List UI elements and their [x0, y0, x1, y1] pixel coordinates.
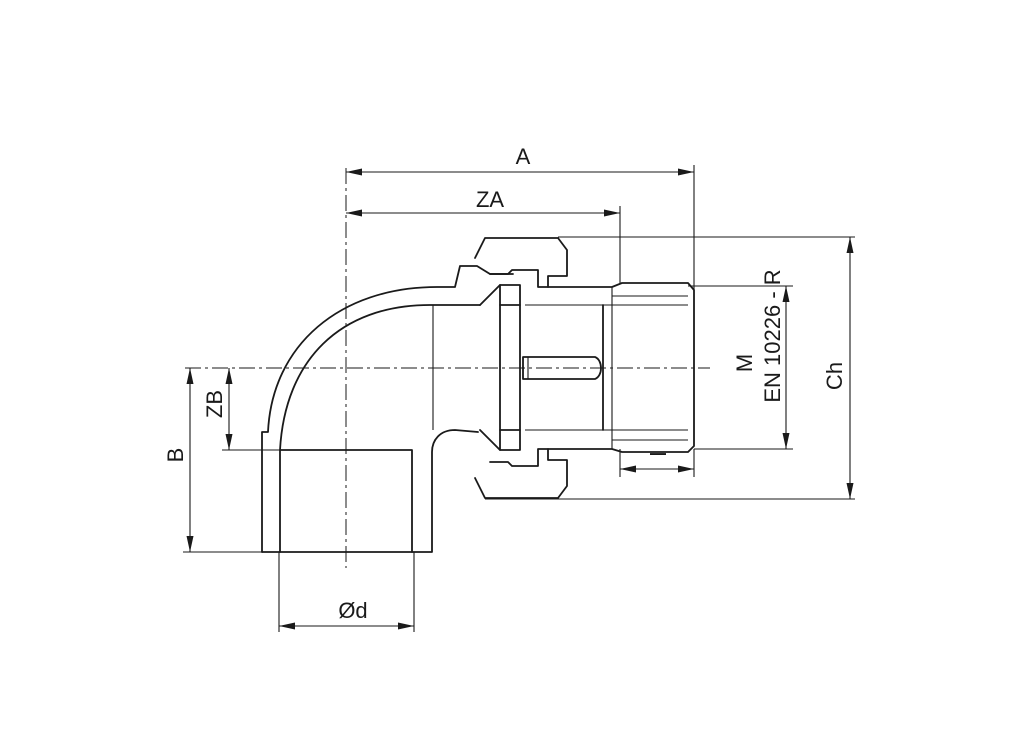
label-diameter: Ød [338, 598, 367, 623]
label-b: B [163, 448, 188, 463]
nut-top [474, 237, 568, 288]
tail-piece [522, 282, 695, 453]
label-a: A [516, 144, 531, 169]
label-za: ZA [476, 187, 504, 212]
dimension-za: ZA [346, 187, 620, 217]
elbow-outer-contour [261, 265, 514, 553]
dimension-thread: M EN 10226 - R [732, 269, 790, 449]
label-zb: ZB [202, 390, 227, 418]
slot [522, 356, 602, 380]
extension-lines [183, 165, 855, 632]
dimension-l: l [620, 452, 694, 473]
label-ch: Ch [822, 362, 847, 390]
dimension-zb: ZB [202, 368, 233, 450]
elbow-inner-contour [279, 304, 481, 451]
nut-bottom [474, 448, 568, 499]
dimension-b: B [163, 368, 194, 552]
socket-outline [261, 429, 479, 553]
label-m: M [732, 354, 757, 372]
fitting-body [261, 265, 514, 553]
dimension-diameter: Ød [279, 598, 414, 630]
dimension-a: A [346, 144, 694, 176]
label-en-10226-r: EN 10226 - R [760, 269, 785, 402]
label-l: l [646, 452, 671, 457]
nut-inner-bottom [499, 429, 521, 451]
nut-inner-top [499, 284, 521, 306]
body-chamfer [479, 284, 501, 451]
dimension-ch: Ch [822, 237, 854, 499]
